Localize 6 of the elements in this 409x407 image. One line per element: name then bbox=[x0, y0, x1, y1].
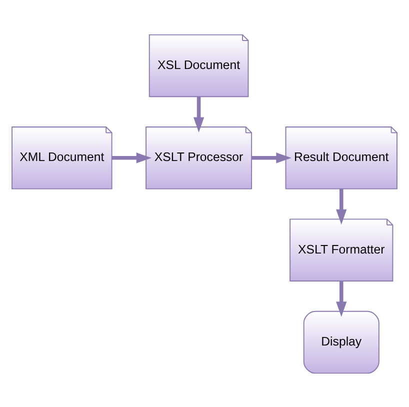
arrow bbox=[193, 96, 204, 132]
arrow bbox=[252, 152, 292, 163]
arrow bbox=[112, 152, 152, 163]
node-box: Display bbox=[303, 310, 380, 374]
arrow bbox=[336, 280, 347, 316]
arrow bbox=[336, 188, 347, 224]
